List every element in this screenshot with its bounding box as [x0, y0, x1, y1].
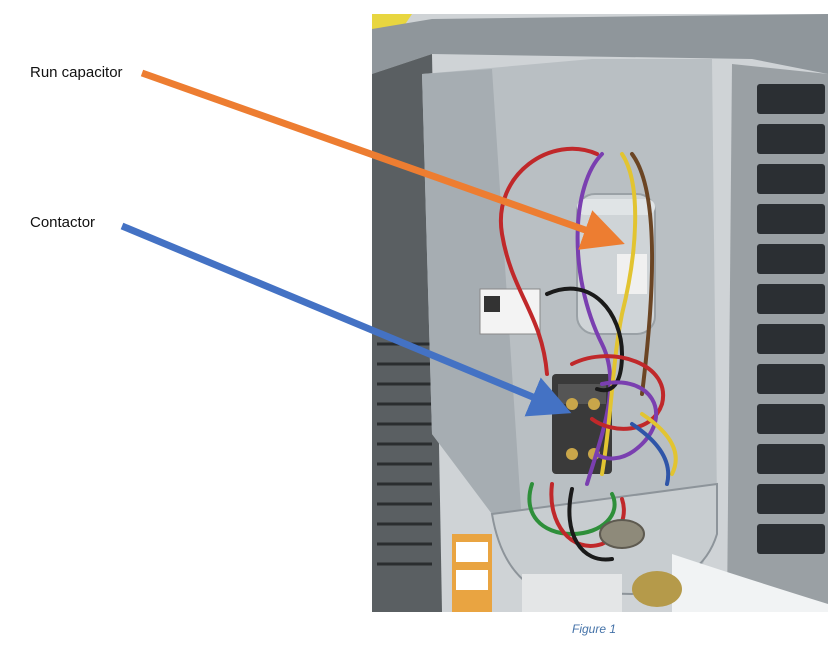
- figure-caption: Figure 1: [572, 622, 617, 636]
- condenser-photo: [372, 14, 828, 612]
- contactor-label: Contactor: [30, 214, 96, 231]
- run-capacitor-label: Run capacitor: [30, 64, 123, 81]
